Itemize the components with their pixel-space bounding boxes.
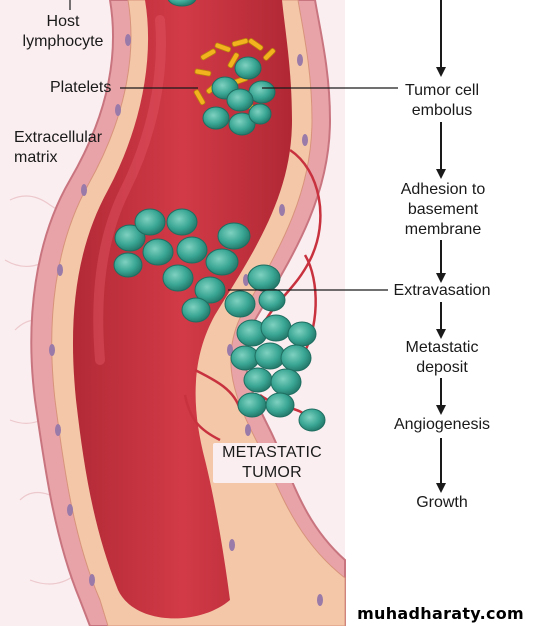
tumor-cluster-metastatic [230,314,326,432]
step-metastatic-deposit: Metastatic deposit [405,339,479,376]
watermark: muhadharaty.com [353,604,528,623]
pointer-lines [69,0,398,291]
label-host-lymphocyte: Host lymphocyte [22,13,104,50]
endothelial-nuclei [49,34,323,606]
label-platelets: Platelets [50,79,112,96]
tumor-embolus-cells [202,56,276,136]
step-adhesion: Adhesion to basement membrane [400,181,486,238]
host-lymphocyte [167,0,197,7]
lumen-highlight [93,15,166,365]
tumor-cluster-adhesion [113,208,286,323]
step-angiogenesis: Angiogenesis [393,416,491,433]
step-growth: Growth [416,494,468,511]
label-metastatic-tumor: METASTATIC TUMOR [213,443,331,483]
diagram-white-area [345,0,534,626]
step-tumor-cell-embolus: Tumor cell embolus [404,82,480,119]
label-extracellular-matrix: Extracellular matrix [14,129,103,166]
step-extravasation: Extravasation [393,282,491,299]
